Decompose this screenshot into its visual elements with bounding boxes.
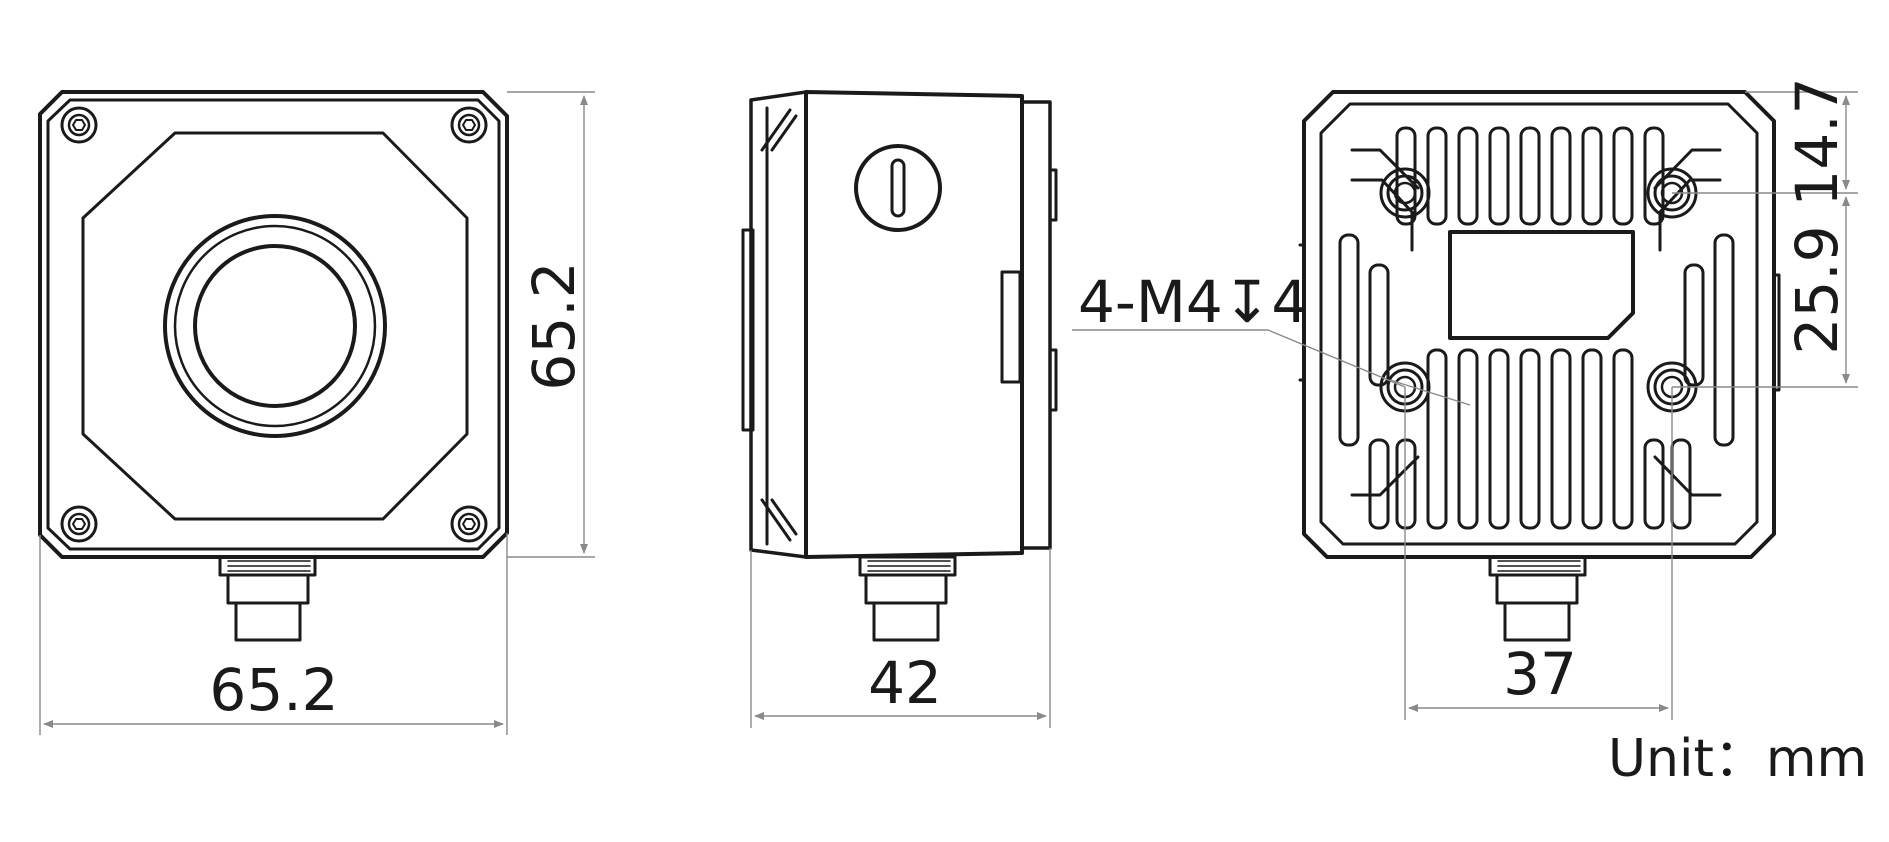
front-view: 65.2 65.2 (38, 90, 595, 735)
front-housing-outer (38, 90, 509, 559)
side-lens-ring (741, 228, 755, 432)
thread-callout: 4-M4↧4 (1078, 268, 1308, 336)
side-back-plate (1020, 100, 1052, 550)
back-ribs (1350, 148, 1722, 497)
back-top-offset-dimension: 14.7 (1783, 77, 1851, 206)
mounting-hole-icon (1379, 167, 1431, 219)
front-height-dimension: 65.2 (520, 261, 588, 390)
unit-label: Unit：mm (1608, 729, 1867, 789)
side-knob (854, 144, 942, 232)
screw-icon (450, 106, 488, 144)
lens-ring (163, 214, 387, 438)
back-connector (1488, 555, 1587, 642)
back-housing-inner (1319, 102, 1759, 546)
side-view: 42 (741, 90, 1058, 728)
front-plate (81, 131, 469, 521)
back-fins-side (1338, 233, 1735, 447)
side-front-bezel (749, 90, 808, 559)
connector (218, 555, 317, 642)
back-hole-spacing-dimension: 37 (1503, 640, 1577, 708)
front-housing-inner (46, 98, 501, 551)
back-fins-top (1395, 126, 1665, 226)
back-view: 37 14.7 25.9 4-M4↧4 (1072, 77, 1858, 720)
side-cable-clip (1000, 270, 1022, 384)
screw-icon (450, 505, 488, 543)
lens-ring-inner (173, 224, 377, 428)
back-fins-bottom (1368, 348, 1692, 530)
back-vertical-spacing-dimension: 25.9 (1783, 225, 1851, 354)
screw-icon (60, 505, 98, 543)
front-width-dimension: 65.2 (209, 656, 338, 724)
side-connector (858, 555, 957, 642)
back-label-window (1448, 230, 1635, 340)
lens-glass (193, 244, 357, 408)
screw-icon (60, 106, 98, 144)
side-body (804, 90, 1024, 559)
side-depth-dimension: 42 (868, 649, 942, 717)
